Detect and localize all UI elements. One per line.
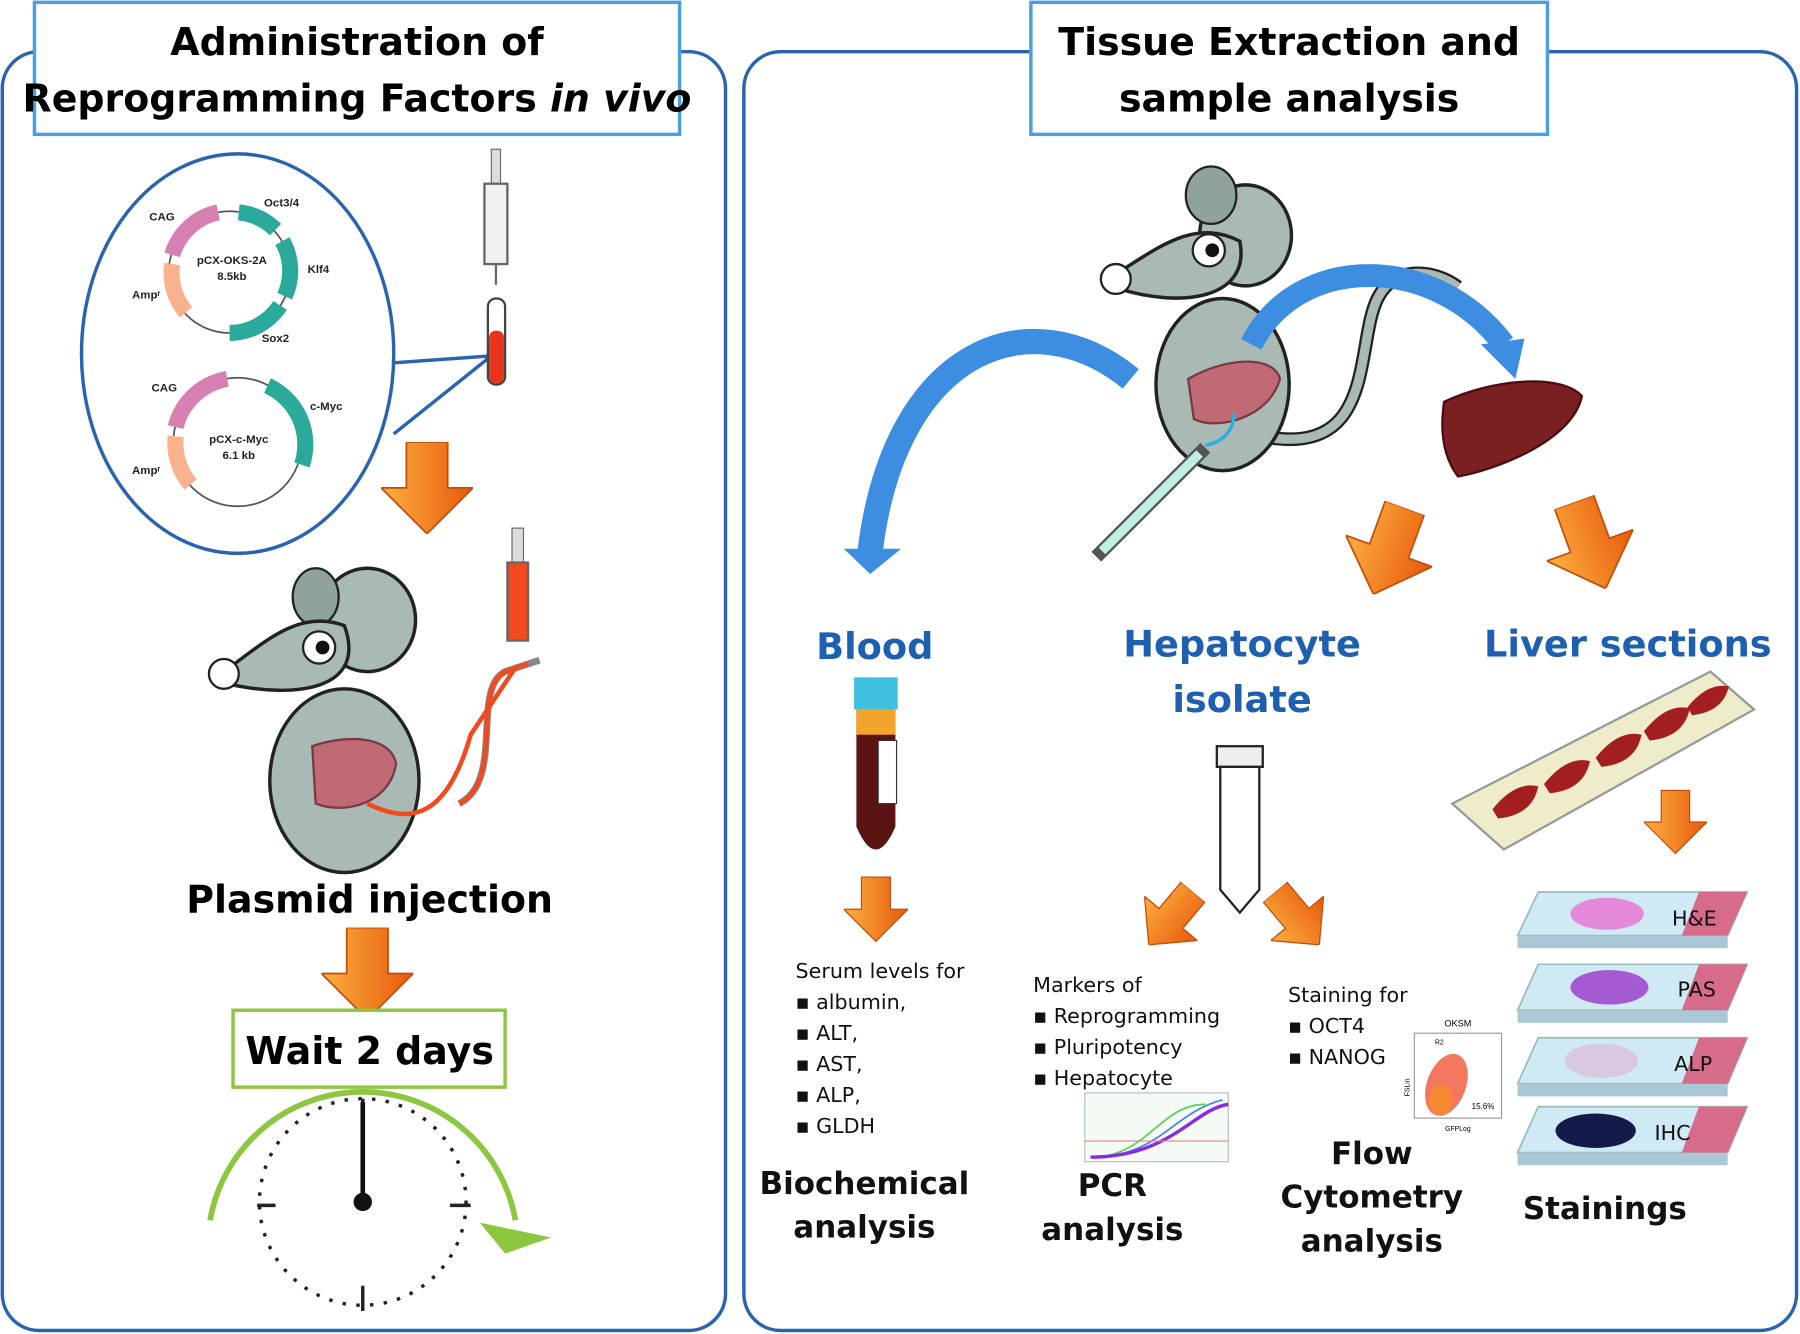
syringe-tail-icon bbox=[506, 527, 530, 642]
flow-plot-ylabel: FSLin bbox=[1405, 1078, 1412, 1096]
stain-label: PAS bbox=[1677, 977, 1715, 1001]
slide-he: H&E bbox=[1516, 891, 1749, 949]
pcr-label-2: analysis bbox=[1041, 1212, 1183, 1248]
list-item: ▪ ALP, bbox=[796, 1083, 861, 1107]
plasmid-size: 8.5kb bbox=[217, 271, 246, 283]
label-ampr: Ampʳ bbox=[132, 465, 160, 477]
liver-sections-strip-icon bbox=[1450, 670, 1757, 851]
blood-collection-tube-icon bbox=[854, 677, 898, 850]
right-title-line1: Tissue Extraction and bbox=[1058, 20, 1520, 64]
slide-pas: PAS bbox=[1516, 963, 1749, 1023]
plasmid-cmyc: CAG c-Myc Ampʳ pCX-c-Myc 6.1 kb bbox=[132, 370, 343, 508]
right-title-line2: sample analysis bbox=[1119, 76, 1459, 120]
flow-plot-gate: R2 bbox=[1435, 1040, 1444, 1047]
callout-line bbox=[392, 353, 497, 436]
step-wait: Wait 2 days bbox=[245, 1029, 494, 1073]
step-plasmid-injection: Plasmid injection bbox=[186, 878, 553, 922]
flow-plot-percent: 15.6% bbox=[1472, 1102, 1495, 1111]
serum-list: ▪ albumin, ▪ ALT, ▪ AST, ▪ ALP, ▪ GLDH bbox=[796, 990, 907, 1138]
list-item: ▪ OCT4 bbox=[1288, 1014, 1365, 1038]
clock-icon bbox=[207, 1089, 552, 1312]
flow-plot-xlabel: GFPLog bbox=[1445, 1126, 1471, 1133]
plasmid-callout bbox=[79, 152, 396, 556]
flow-label: Flow bbox=[1331, 1136, 1413, 1172]
biochemical-label-2: analysis bbox=[793, 1210, 935, 1246]
list-item: ▪ albumin, bbox=[796, 990, 907, 1014]
stain-label: H&E bbox=[1672, 906, 1717, 930]
left-title-line1: Administration of bbox=[170, 20, 544, 64]
mouse-injected-icon bbox=[207, 566, 541, 875]
label-cag: CAG bbox=[152, 382, 178, 394]
left-title-box bbox=[32, 0, 682, 137]
list-item: ▪ Pluripotency bbox=[1033, 1035, 1182, 1059]
liver-heading: Liver sections bbox=[1484, 623, 1772, 666]
flow-plot-title: OKSM bbox=[1444, 1018, 1471, 1028]
arrow-down-icon bbox=[843, 876, 909, 943]
plasmid-name: pCX-OKS-2A bbox=[197, 255, 267, 267]
list-item: ▪ ALT, bbox=[796, 1021, 859, 1045]
stain-label: IHC bbox=[1655, 1121, 1691, 1145]
blood-tube-icon bbox=[486, 297, 507, 386]
serum-intro: Serum levels for bbox=[796, 959, 965, 983]
blood-heading: Blood bbox=[816, 625, 933, 668]
label-ampr: Ampʳ bbox=[132, 290, 160, 302]
arrow-down-icon bbox=[1531, 486, 1649, 605]
flow-plot-icon: OKSM R2 15.6% GFPLog FSLin bbox=[1405, 1018, 1503, 1133]
arrow-down-icon bbox=[1643, 789, 1708, 855]
flow-label-3: analysis bbox=[1301, 1223, 1443, 1259]
label-cmyc: c-Myc bbox=[310, 401, 343, 413]
plasmid-name: pCX-c-Myc bbox=[209, 434, 269, 446]
label-oct34: Oct3/4 bbox=[264, 198, 300, 210]
stain-label: ALP bbox=[1674, 1052, 1712, 1076]
syringe-icon bbox=[483, 148, 509, 285]
arrow-down-icon bbox=[321, 927, 414, 1020]
pcr-label: PCR bbox=[1078, 1168, 1147, 1204]
label-cag: CAG bbox=[149, 211, 175, 223]
pcr-plot-icon bbox=[1084, 1092, 1229, 1163]
slide-alp: ALP bbox=[1516, 1036, 1749, 1097]
list-item: ▪ GLDH bbox=[796, 1114, 876, 1138]
right-title-box bbox=[1029, 0, 1550, 137]
stainings-label: Stainings bbox=[1523, 1191, 1687, 1227]
pcr-intro: Markers of bbox=[1033, 973, 1142, 997]
mouse-extraction-icon bbox=[1091, 165, 1463, 562]
falcon-tube-icon bbox=[1215, 745, 1264, 915]
list-item: ▪ AST, bbox=[796, 1052, 863, 1076]
list-item: ▪ NANOG bbox=[1288, 1045, 1386, 1069]
arrow-head-icon bbox=[1480, 338, 1525, 379]
arrow-to-liver-icon bbox=[1241, 264, 1514, 352]
plasmid-oks: CAG Oct3/4 Klf4 Sox2 Ampʳ pCX-OKS-2A 8.5… bbox=[132, 198, 330, 345]
list-item: ▪ Reprogramming bbox=[1033, 1004, 1220, 1028]
hepatocyte-heading: Hepatocyte bbox=[1123, 623, 1361, 666]
hepatocyte-heading-2: isolate bbox=[1172, 678, 1311, 721]
plasmid-size: 6.1 kb bbox=[223, 450, 256, 462]
arrow-down-icon bbox=[381, 442, 473, 534]
slide-ihc: IHC bbox=[1516, 1105, 1749, 1166]
flow-label-2: Cytometry bbox=[1280, 1180, 1463, 1216]
arrow-to-blood-icon bbox=[857, 328, 1139, 553]
label-sox2: Sox2 bbox=[262, 333, 289, 345]
flow-intro: Staining for bbox=[1288, 983, 1408, 1007]
label-klf4: Klf4 bbox=[308, 264, 330, 276]
list-item: ▪ Hepatocyte bbox=[1033, 1066, 1173, 1090]
arrow-down-icon bbox=[1330, 492, 1448, 610]
wait-box bbox=[231, 1008, 507, 1089]
left-title-line2: Reprogramming Factors in vivo bbox=[23, 76, 692, 120]
arrow-head-icon bbox=[843, 548, 902, 575]
arrow-down-icon bbox=[1122, 869, 1220, 967]
biochemical-label: Biochemical bbox=[760, 1166, 970, 1202]
liver-icon bbox=[1441, 380, 1584, 478]
arrow-down-icon bbox=[1248, 869, 1346, 967]
